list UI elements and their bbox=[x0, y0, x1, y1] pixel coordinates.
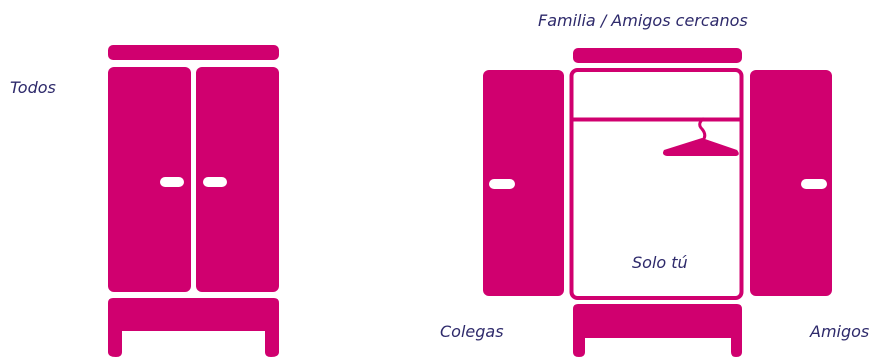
label-only-you: Solo tú bbox=[632, 253, 688, 272]
closed-wardrobe bbox=[108, 45, 279, 357]
open-wardrobe-top bbox=[573, 48, 742, 63]
label-everyone: Todos bbox=[10, 78, 56, 97]
label-family-close-friends: Familia / Amigos cercanos bbox=[538, 11, 748, 30]
open-wardrobe-left-handle bbox=[489, 179, 515, 189]
open-wardrobe-right-handle bbox=[801, 179, 827, 189]
closed-wardrobe-base bbox=[108, 298, 279, 357]
label-friends: Amigos bbox=[810, 322, 869, 341]
open-wardrobe bbox=[483, 48, 832, 357]
closed-wardrobe-left-handle bbox=[160, 177, 184, 187]
open-wardrobe-base bbox=[573, 304, 742, 357]
closed-wardrobe-right-handle bbox=[203, 177, 227, 187]
label-colleagues: Colegas bbox=[440, 322, 504, 341]
closed-wardrobe-top bbox=[108, 45, 279, 60]
hanger-icon bbox=[663, 119, 739, 156]
